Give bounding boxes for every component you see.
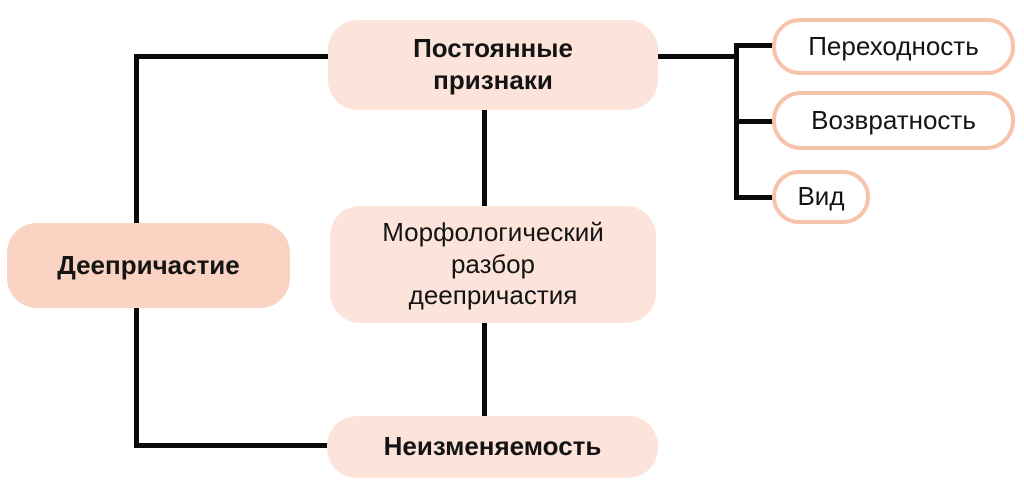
node-center-title: Морфологический разбор деепричастия [330, 206, 656, 323]
node-reflexivity: Возвратность [772, 91, 1015, 150]
node-immutability: Неизменяемость [327, 416, 658, 478]
connector-root-to-constant [134, 54, 332, 59]
connector-constant-to-branch [656, 54, 738, 59]
connector-branch-to-aspect [734, 195, 776, 200]
connector-center-to-immutability [482, 321, 487, 418]
node-constant-features: Постоянные признаки [328, 20, 658, 110]
connector-branch-to-transitivity [734, 43, 776, 48]
connector-branch-to-reflexivity [734, 119, 776, 124]
node-root: Деепричастие [7, 223, 290, 308]
node-aspect: Вид [772, 170, 870, 224]
connector-constant-to-center [482, 108, 487, 208]
connector-root-to-immutability [134, 443, 331, 448]
node-transitivity: Переходность [772, 18, 1015, 75]
